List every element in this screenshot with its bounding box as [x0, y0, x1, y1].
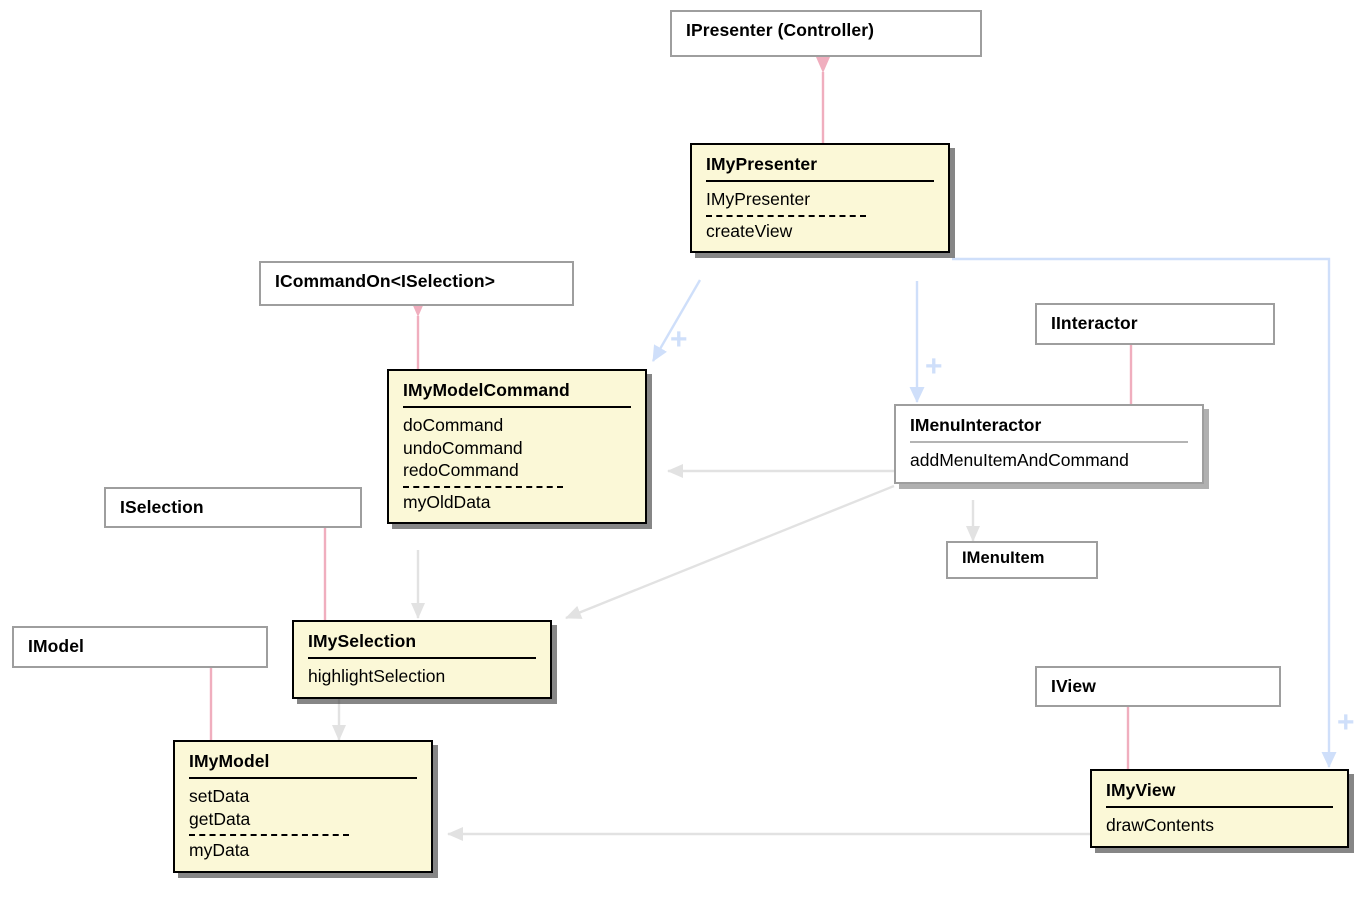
class-attribute: createView [706, 220, 793, 241]
class-name-imyselection: IMySelection [308, 631, 417, 651]
edge-dependency-imenuinteractor-imyselection [565, 484, 895, 620]
class-name-imyview: IMyView [1106, 780, 1176, 800]
class-box-imymodel[interactable]: IMyModel setData getData myData [173, 740, 433, 873]
class-members-imyview: drawContents [1092, 808, 1347, 846]
class-attribute: myData [189, 840, 250, 860]
class-operation: redoCommand [403, 460, 519, 480]
class-title-divider [308, 657, 536, 659]
class-operation: setData [189, 786, 250, 806]
class-name-imenuinteractor: IMenuInteractor [910, 415, 1042, 435]
members-dashed-divider [403, 485, 563, 488]
class-name-imymodel: IMyModel [189, 751, 270, 771]
class-box-imenuinteractor[interactable]: IMenuInteractor addMenuItemAndCommand [894, 404, 1204, 484]
class-operation: drawContents [1106, 815, 1214, 835]
class-box-ipresenter[interactable]: IPresenter (Controller) [670, 10, 982, 57]
edge-association-imypresenter-imyview [952, 257, 1337, 768]
class-members-imymodel: setData getData myData [175, 779, 431, 871]
class-name-imenuitem: IMenuItem [962, 549, 1045, 567]
class-title-divider [910, 441, 1188, 443]
members-dashed-divider [189, 834, 349, 836]
association-plus-label-command: + [670, 323, 688, 356]
class-members-imenuinteractor: addMenuItemAndCommand [896, 443, 1202, 482]
class-title-divider [403, 406, 631, 408]
class-box-imodel[interactable]: IModel [12, 626, 268, 668]
class-box-icommandon[interactable]: ICommandOn<ISelection> [259, 261, 574, 306]
class-operation: IMyPresenter [706, 189, 811, 209]
class-name-iview: IView [1051, 676, 1096, 696]
class-box-iview[interactable]: IView [1035, 666, 1281, 707]
class-name-imodel: IModel [28, 636, 85, 656]
association-plus-label-view: + [1337, 706, 1355, 739]
class-name-imypresenter: IMyPresenter [706, 154, 818, 174]
class-operation: undoCommand [403, 437, 523, 458]
class-name-iselection: ISelection [120, 497, 204, 517]
class-box-imymodelcommand[interactable]: IMyModelCommand doCommand undoCommand re… [387, 369, 647, 524]
class-attribute: myOldData [403, 491, 491, 512]
class-title-divider [1106, 806, 1333, 808]
class-operation: addMenuItemAndCommand [910, 450, 1129, 470]
class-members-imyselection: highlightSelection [294, 659, 550, 697]
class-box-imenuitem[interactable]: IMenuItem [946, 541, 1098, 579]
class-box-imypresenter[interactable]: IMyPresenter IMyPresenter createView [690, 143, 950, 253]
class-name-iinteractor: IInteractor [1051, 313, 1138, 333]
class-name-icommandon: ICommandOn<ISelection> [275, 271, 496, 291]
class-operation: getData [189, 808, 251, 829]
class-box-imyview[interactable]: IMyView drawContents [1090, 769, 1349, 848]
class-title-divider [189, 777, 417, 779]
edge-association-imypresenter-imymodelcommand [651, 279, 702, 362]
class-box-iinteractor[interactable]: IInteractor [1035, 303, 1275, 345]
class-box-iselection[interactable]: ISelection [104, 487, 362, 528]
class-name-imymodelcommand: IMyModelCommand [403, 380, 570, 400]
class-name-ipresenter: IPresenter (Controller) [686, 20, 875, 40]
class-members-imymodelcommand: doCommand undoCommand redoCommand myOldD… [389, 408, 645, 522]
class-box-imyselection[interactable]: IMySelection highlightSelection [292, 620, 552, 699]
class-members-imypresenter: IMyPresenter createView [692, 182, 948, 251]
class-operation: doCommand [403, 415, 504, 435]
class-title-divider [706, 180, 934, 182]
members-dashed-divider [706, 214, 866, 217]
class-operation: highlightSelection [308, 666, 446, 686]
association-plus-label-interactor: + [925, 350, 943, 383]
